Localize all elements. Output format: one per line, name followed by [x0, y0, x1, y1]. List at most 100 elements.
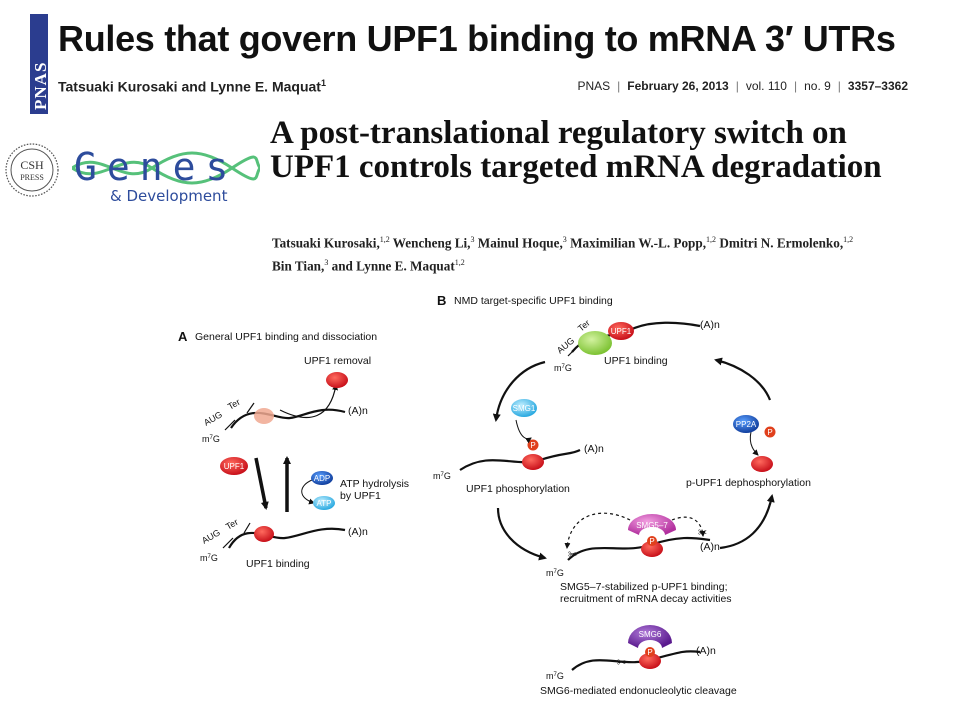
- atp-hydrolysis-label: ATP hydrolysis: [340, 478, 409, 490]
- cycle-arrow: [496, 507, 547, 561]
- atp-cycle-arrow: [301, 479, 315, 505]
- paper2-title: A post-translational regulatory switch o…: [270, 115, 882, 185]
- mrna-cap: m7G: [546, 671, 564, 681]
- pp2a-protein: [733, 415, 759, 433]
- atp-badge: [313, 496, 335, 510]
- smg6-protein: [628, 625, 672, 648]
- mrna-tail: (A)n: [700, 541, 720, 553]
- svg-text:CSH: CSH: [20, 158, 44, 172]
- mrna-tick: [222, 537, 234, 549]
- adp-badge: [311, 471, 333, 485]
- decay-arrow: [564, 512, 631, 549]
- upf1-protein: [608, 322, 634, 340]
- smg5-7-complex: [628, 514, 676, 535]
- upf1-ghost: [254, 408, 274, 424]
- mrna-tick: [243, 522, 251, 534]
- paper1-authors: Tatsuaki Kurosaki and Lynne E. Maquat1: [58, 78, 326, 95]
- mrna-strand: [567, 536, 711, 561]
- svg-text:AUG: AUG: [200, 527, 222, 545]
- upf1-protein: [641, 541, 663, 557]
- ribosome: [578, 331, 612, 355]
- citation-journal: PNAS: [577, 79, 611, 93]
- cycle-arrow: [714, 357, 772, 401]
- svg-text:Ter: Ter: [226, 397, 242, 412]
- mrna-cap: m7G: [200, 553, 218, 563]
- svg-text:PP2A: PP2A: [736, 420, 757, 429]
- panel-a-title: General UPF1 binding and dissociation: [195, 331, 377, 343]
- mrna-strand: [571, 650, 701, 671]
- svg-text:UPF1: UPF1: [224, 462, 245, 471]
- mrna-tick: [246, 402, 255, 414]
- upf1-protein: [220, 457, 248, 475]
- panel-b: B NMD target-specific UPF1 binding (A)n …: [433, 293, 811, 697]
- citation-pages: 3357–3362: [847, 79, 908, 93]
- atp-hydrolysis-label: by UPF1: [340, 490, 381, 502]
- scissors-icon: ✂: [617, 656, 626, 669]
- cycle-arrow: [719, 494, 775, 550]
- smg6-caption: SMG6-mediated endonucleolytic cleavage: [540, 685, 737, 697]
- pnas-logo: PNAS: [30, 14, 50, 114]
- panel-a-letter: A: [178, 329, 188, 344]
- svg-text:Genes: Genes: [74, 145, 238, 189]
- svg-text:P: P: [767, 428, 772, 437]
- genes-development-logo: Genes & Development: [72, 145, 260, 205]
- svg-text:Ter: Ter: [224, 517, 240, 532]
- phospho-badge: [764, 426, 776, 438]
- mrna-strand: [228, 527, 346, 549]
- scissors-icon: ✂: [698, 526, 707, 539]
- paper2-authors: Tatsuaki Kurosaki,1,2 Wencheng Li,3 Main…: [272, 230, 952, 277]
- dephosphorylation-label: p-UPF1 dephosphorylation: [686, 477, 811, 489]
- svg-text:P: P: [530, 441, 535, 450]
- upf1-binding-label: UPF1 binding: [604, 355, 668, 367]
- svg-text:P: P: [649, 537, 654, 546]
- upf1-removal-label: UPF1 removal: [304, 355, 371, 367]
- upf1-protein: [639, 653, 661, 669]
- svg-text:P: P: [647, 648, 652, 657]
- cycle-arrow: [492, 360, 546, 422]
- smg1-protein: [511, 399, 537, 417]
- phospho-badge: [645, 647, 655, 657]
- mrna-cap: m7G: [546, 568, 564, 578]
- binding-arrow: [254, 457, 269, 510]
- phospho-badge: [647, 536, 657, 546]
- mrna-cap: m7G: [554, 363, 572, 373]
- mrna-cap: m7G: [202, 434, 220, 444]
- scissors-icon: ✂: [568, 548, 577, 561]
- kinase-arrow: [515, 419, 532, 444]
- svg-text:SMG6: SMG6: [639, 630, 662, 639]
- mrna-tail: (A)n: [696, 645, 716, 657]
- citation-issue: no. 9: [804, 79, 831, 93]
- upf1-protein: [254, 526, 274, 542]
- mrna-strand: [459, 449, 581, 471]
- svg-text:PRESS: PRESS: [20, 173, 44, 182]
- paper1-citation: PNAS|February 26, 2013|vol. 110|no. 9|33…: [577, 79, 908, 93]
- mrna-tail: (A)n: [700, 319, 720, 331]
- phosphatase-arrow: [749, 431, 759, 456]
- csh-press-logo: CSH PRESS: [5, 143, 59, 197]
- svg-text:AUG: AUG: [555, 335, 576, 355]
- upf1-phosphorylation-label: UPF1 phosphorylation: [466, 483, 570, 495]
- smg5-7-caption: recruitment of mRNA decay activities: [560, 593, 732, 605]
- removal-arrow: [279, 384, 339, 419]
- mrna-tail: (A)n: [584, 443, 604, 455]
- upf1-protein: [751, 456, 773, 472]
- svg-text:ADP: ADP: [314, 474, 330, 483]
- panel-b-letter: B: [437, 293, 446, 308]
- panel-a: A General UPF1 binding and dissociation …: [178, 329, 409, 570]
- svg-text:SMG5–7: SMG5–7: [636, 521, 668, 530]
- mrna-cap: m7G: [433, 471, 451, 481]
- svg-text:AUG: AUG: [202, 409, 224, 427]
- citation-volume: vol. 110: [745, 79, 787, 93]
- upf1-protein: [522, 454, 544, 470]
- svg-text:& Development: & Development: [110, 187, 228, 205]
- svg-text:Ter: Ter: [576, 318, 592, 334]
- panel-b-title: NMD target-specific UPF1 binding: [454, 295, 613, 307]
- mrna-tail: (A)n: [348, 526, 368, 538]
- paper2-authors-line1: Tatsuaki Kurosaki,1,2 Wencheng Li,3 Main…: [272, 235, 854, 251]
- svg-text:SMG1: SMG1: [513, 404, 536, 413]
- mrna-tail: (A)n: [348, 405, 368, 417]
- upf1-binding-label: UPF1 binding: [246, 558, 310, 570]
- svg-text:UPF1: UPF1: [611, 327, 632, 336]
- mrna-tick: [224, 419, 236, 431]
